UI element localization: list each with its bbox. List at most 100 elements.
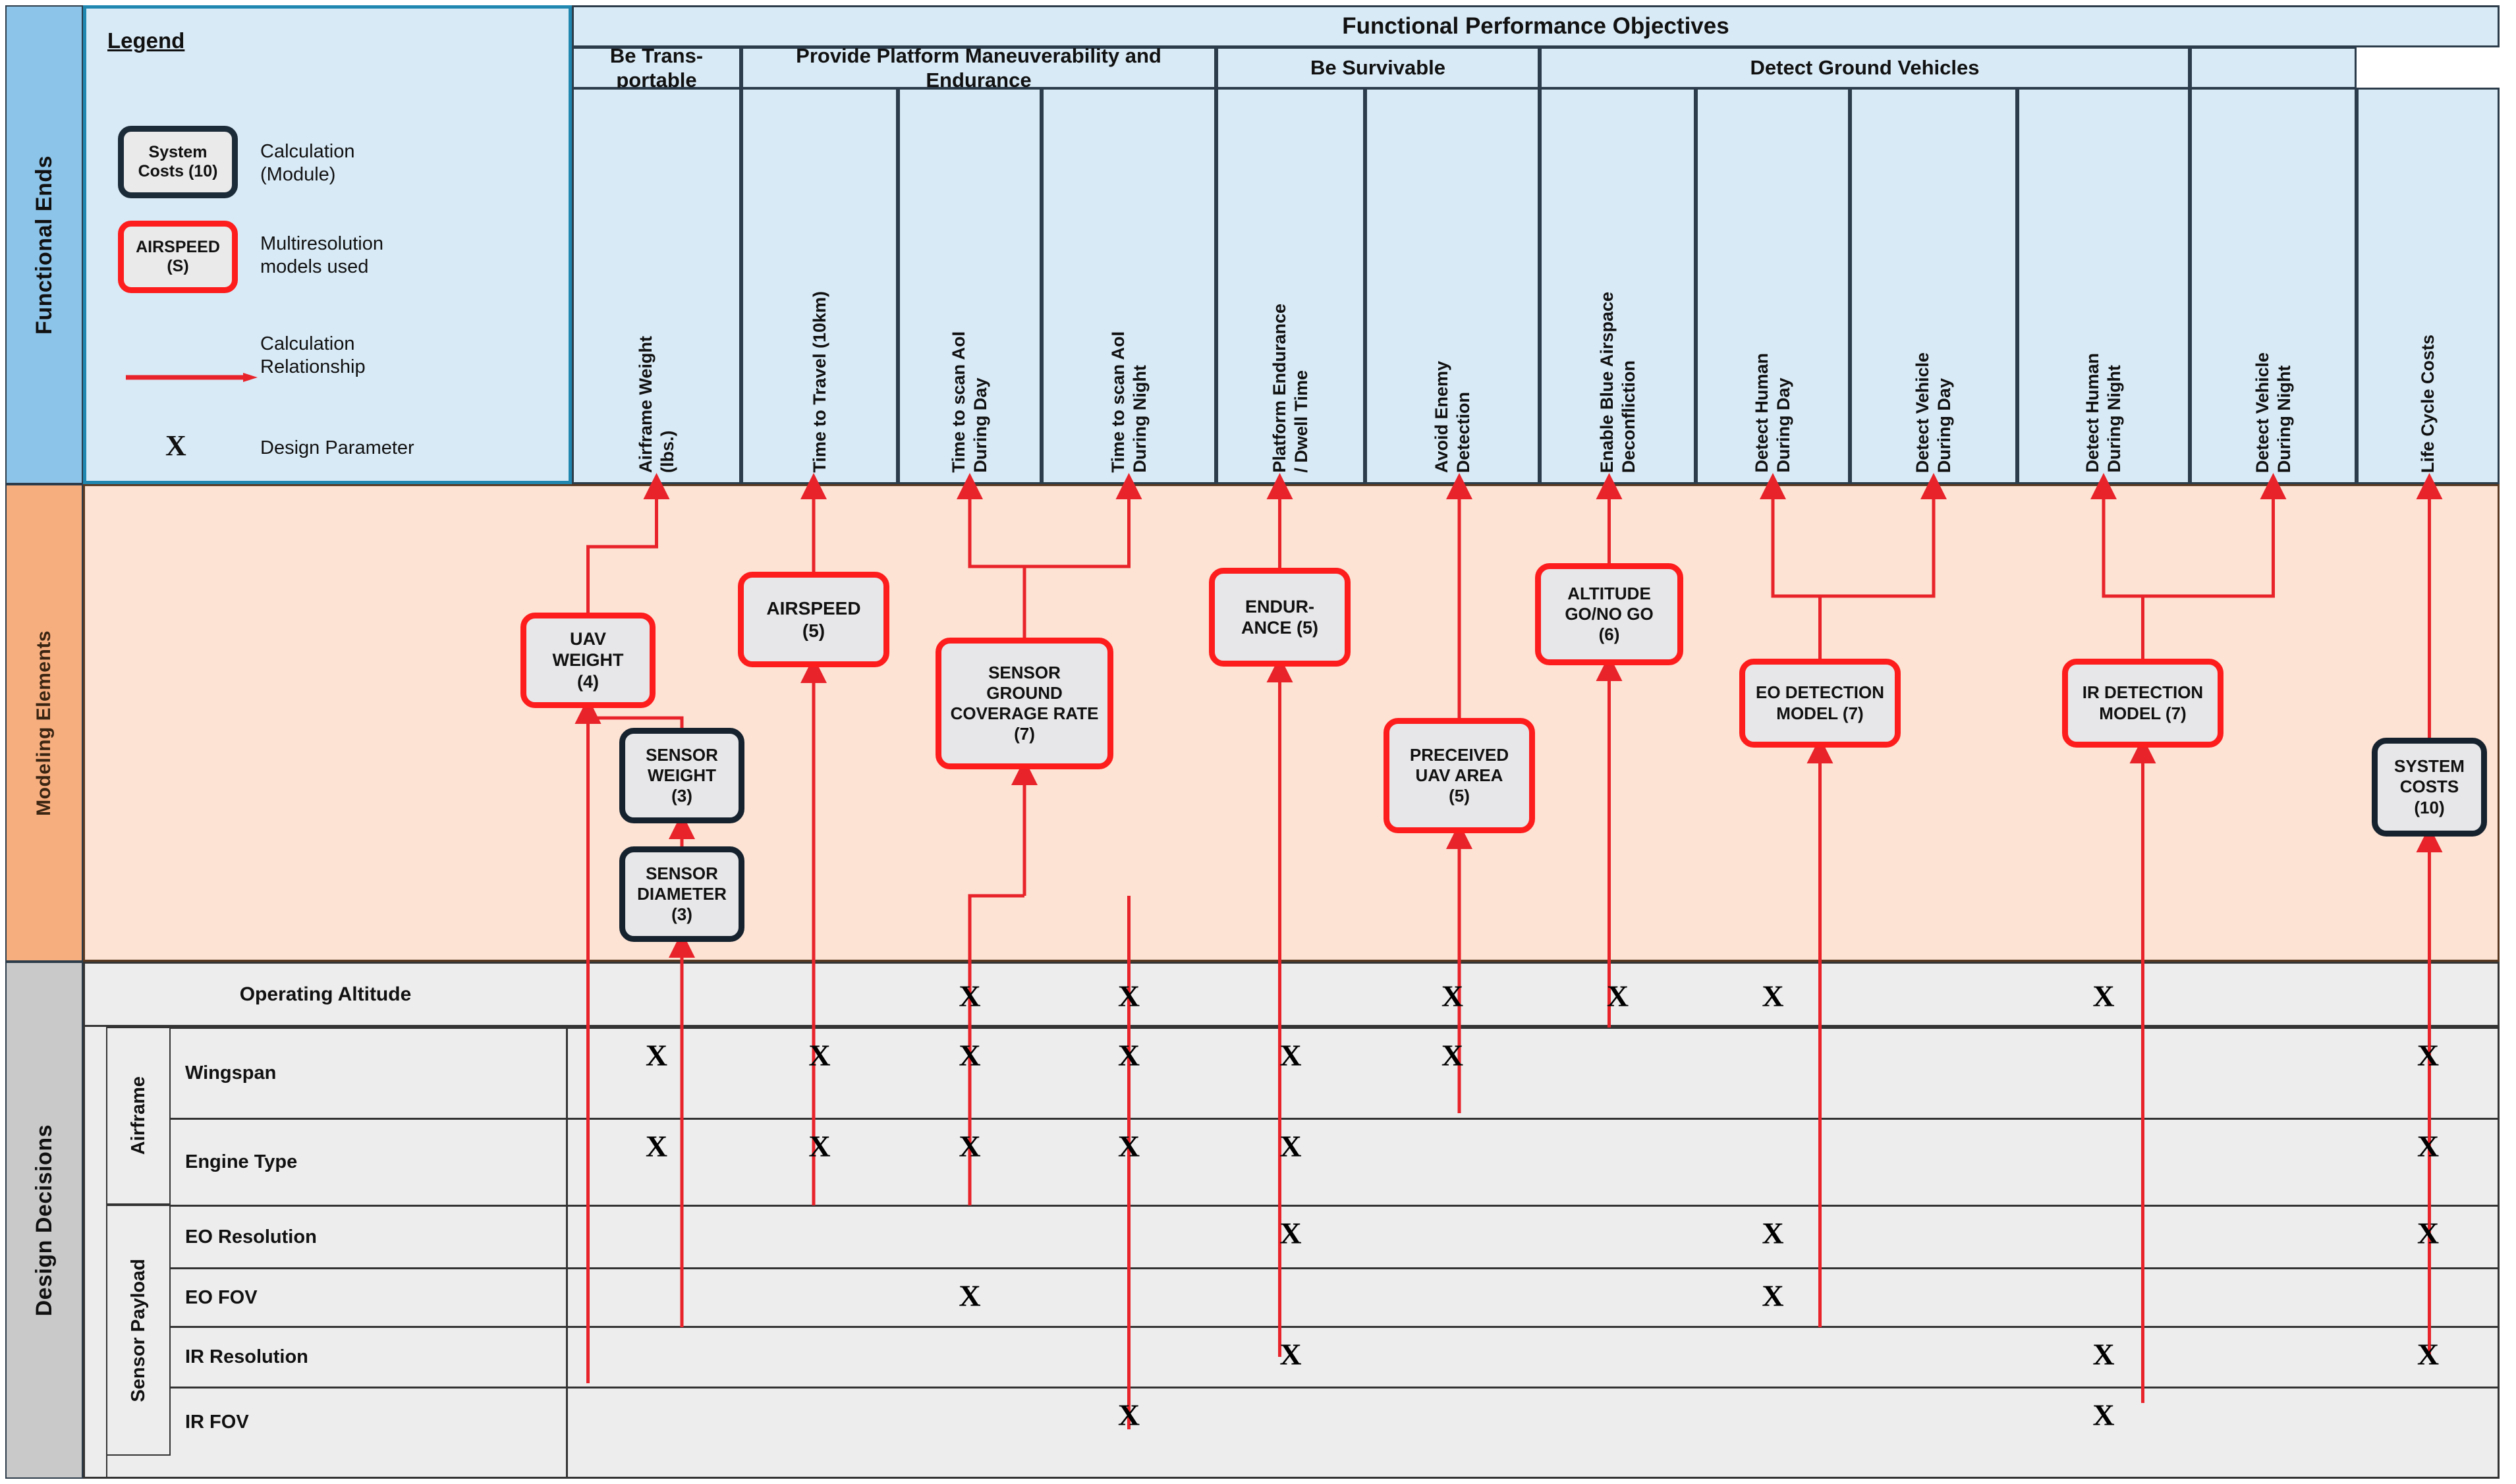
objective-column-label: Platform Endurance / Dwell Time [1270, 304, 1311, 473]
matrix-row-divider [566, 1387, 2500, 1388]
design-parameter-mark: X [2417, 1216, 2440, 1250]
design-parameter-mark: X [1117, 979, 1140, 1013]
modeling-element-box-8: EO DETECTION MODEL (7) [1739, 659, 1901, 748]
design-parameter-mark: X [1117, 1129, 1140, 1163]
design-parameter-mark: X [1441, 1038, 1464, 1072]
modeling-element-label: ENDUR- ANCE (5) [1241, 596, 1318, 638]
objective-group-1: Provide Platform Maneuverability and End… [741, 44, 1216, 92]
modeling-element-box-6: PRECEIVED UAV AREA (5) [1384, 718, 1535, 833]
objective-column-label: Enable Blue Airspace Deconfliction [1596, 291, 1638, 473]
matrix-row-divider [566, 1267, 2500, 1269]
band-label-modeling-elements: Modeling Elements [5, 484, 83, 962]
band-label-functional-ends: Functional Ends [5, 5, 83, 484]
design-row-label-6: IR FOV [171, 1387, 566, 1456]
objective-column-6: Enable Blue Airspace Deconfliction [1540, 88, 1696, 484]
modeling-element-label: AIRSPEED (5) [766, 597, 861, 641]
band-label-design-decisions-text: Design Decisions [31, 1124, 57, 1317]
modeling-element-box-9: IR DETECTION MODEL (7) [2062, 659, 2223, 748]
objective-column-4: Platform Endurance / Dwell Time [1216, 88, 1365, 484]
objective-group-label: Be Trans- portable [609, 43, 704, 92]
objective-column-label: Airframe Weight (lbs.) [635, 335, 677, 473]
legend-multiresolution-label: Multiresolution models used [260, 233, 383, 278]
legend-arrow-icon [126, 373, 258, 382]
design-parameter-mark: X [645, 1129, 668, 1163]
objective-group-label: Provide Platform Maneuverability and End… [796, 43, 1161, 92]
design-group-label: Sensor Payload [127, 1258, 149, 1402]
legend-multiresolution-box-text: AIRSPEED (S) [136, 237, 220, 276]
design-parameter-mark: X [1762, 1278, 1784, 1313]
objective-column-label: Detect Vehicle During Night [2252, 352, 2294, 473]
design-parameter-mark: X [1279, 1129, 1302, 1163]
legend-design-parameter-label: Design Parameter [260, 437, 414, 458]
objective-column-label: Avoid Enemy Detection [1431, 360, 1473, 473]
design-row-label-4: EO FOV [171, 1267, 566, 1326]
modeling-element-box-3: AIRSPEED (5) [738, 572, 889, 667]
modeling-element-box-1: SENSOR WEIGHT (3) [619, 728, 744, 823]
modeling-element-box-7: ALTITUDE GO/NO GO (6) [1535, 563, 1683, 665]
page-title: Functional Performance Objectives [572, 5, 2500, 47]
objective-column-0: Airframe Weight (lbs.) [572, 88, 741, 484]
objective-group-0: Be Trans- portable [572, 44, 741, 92]
objective-column-7: Detect Human During Day [1696, 88, 1850, 484]
band-label-functional-ends-text: Functional Ends [31, 155, 57, 335]
design-parameter-mark: X [959, 1129, 981, 1163]
objective-column-8: Detect Vehicle During Day [1850, 88, 2017, 484]
modeling-element-label: SENSOR DIAMETER (3) [637, 863, 727, 925]
design-parameter-mark: X [1117, 1038, 1140, 1072]
design-parameter-mark: X [2417, 1337, 2440, 1371]
design-parameter-mark: X [2092, 1398, 2115, 1432]
design-parameter-mark: X [959, 979, 981, 1013]
design-parameter-mark: X [1279, 1216, 1302, 1250]
design-parameter-mark: X [1117, 1398, 1140, 1432]
design-group-label: Airframe [127, 1076, 149, 1155]
objective-group-2: Be Survivable [1216, 47, 1540, 89]
objective-column-9: Detect Human During Night [2017, 88, 2190, 484]
design-row-label-2: Engine Type [171, 1118, 566, 1205]
legend-panel: Legend System Costs (10) Calculation (Mo… [83, 5, 572, 484]
design-parameter-mark: X [2417, 1038, 2440, 1072]
objective-group-label: Be Survivable [1310, 56, 1446, 80]
design-parameter-mark: X [959, 1038, 981, 1072]
design-parameter-mark: X [1441, 979, 1464, 1013]
modeling-element-label: PRECEIVED UAV AREA (5) [1409, 744, 1509, 806]
design-row-label-5: IR Resolution [171, 1326, 566, 1387]
design-parameter-mark: X [1606, 979, 1629, 1013]
matrix-label-divider [566, 1027, 568, 1477]
objective-column-2: Time to scan AoI During Day [898, 88, 1042, 484]
design-parameter-mark: X [2417, 1129, 2440, 1163]
modeling-element-box-4: SENSOR GROUND COVERAGE RATE (7) [936, 638, 1113, 769]
modeling-element-box-2: SENSOR DIAMETER (3) [619, 846, 744, 942]
objective-column-1: Time to Travel (10km) [741, 88, 898, 484]
objective-group-4 [2190, 47, 2357, 89]
design-group-0: Airframe [106, 1027, 171, 1205]
objective-column-label: Detect Human During Day [1752, 353, 1793, 473]
design-parameter-mark: X [808, 1129, 831, 1163]
matrix-row-divider [566, 1118, 2500, 1120]
objective-column-label: Time to scan AoI During Night [1107, 331, 1150, 473]
matrix-row-divider [566, 1205, 2500, 1207]
modeling-element-label: EO DETECTION MODEL (7) [1755, 682, 1884, 723]
design-parameter-mark: X [2092, 1337, 2115, 1371]
modeling-element-box-0: UAV WEIGHT (4) [520, 613, 656, 708]
modeling-element-label: SENSOR WEIGHT (3) [646, 744, 718, 806]
legend-title: Legend [107, 28, 185, 53]
objective-column-3: Time to scan AoI During Night [1042, 88, 1216, 484]
objective-column-label: Detect Vehicle During Day [1913, 352, 1954, 473]
objective-group-label: Detect Ground Vehicles [1750, 56, 1980, 80]
objective-column-label: Life Cycle Costs [2418, 334, 2438, 473]
design-parameter-mark: X [2092, 979, 2115, 1013]
design-parameter-mark: X [808, 1038, 831, 1072]
modeling-element-box-5: ENDUR- ANCE (5) [1209, 568, 1351, 667]
modeling-element-label: IR DETECTION MODEL (7) [2082, 682, 2204, 723]
objective-column-label: Detect Human During Night [2083, 353, 2124, 473]
legend-design-parameter-symbol: X [165, 429, 186, 462]
matrix-row-divider [566, 1326, 2500, 1328]
modeling-element-label: ALTITUDE GO/NO GO (6) [1565, 583, 1654, 645]
design-parameter-mark: X [1279, 1038, 1302, 1072]
legend-module-label: Calculation (Module) [260, 141, 355, 186]
band-label-design-decisions: Design Decisions [5, 962, 83, 1479]
modeling-element-label: SENSOR GROUND COVERAGE RATE (7) [950, 662, 1099, 744]
design-parameter-mark: X [1762, 1216, 1784, 1250]
objective-group-3: Detect Ground Vehicles [1540, 47, 2190, 89]
